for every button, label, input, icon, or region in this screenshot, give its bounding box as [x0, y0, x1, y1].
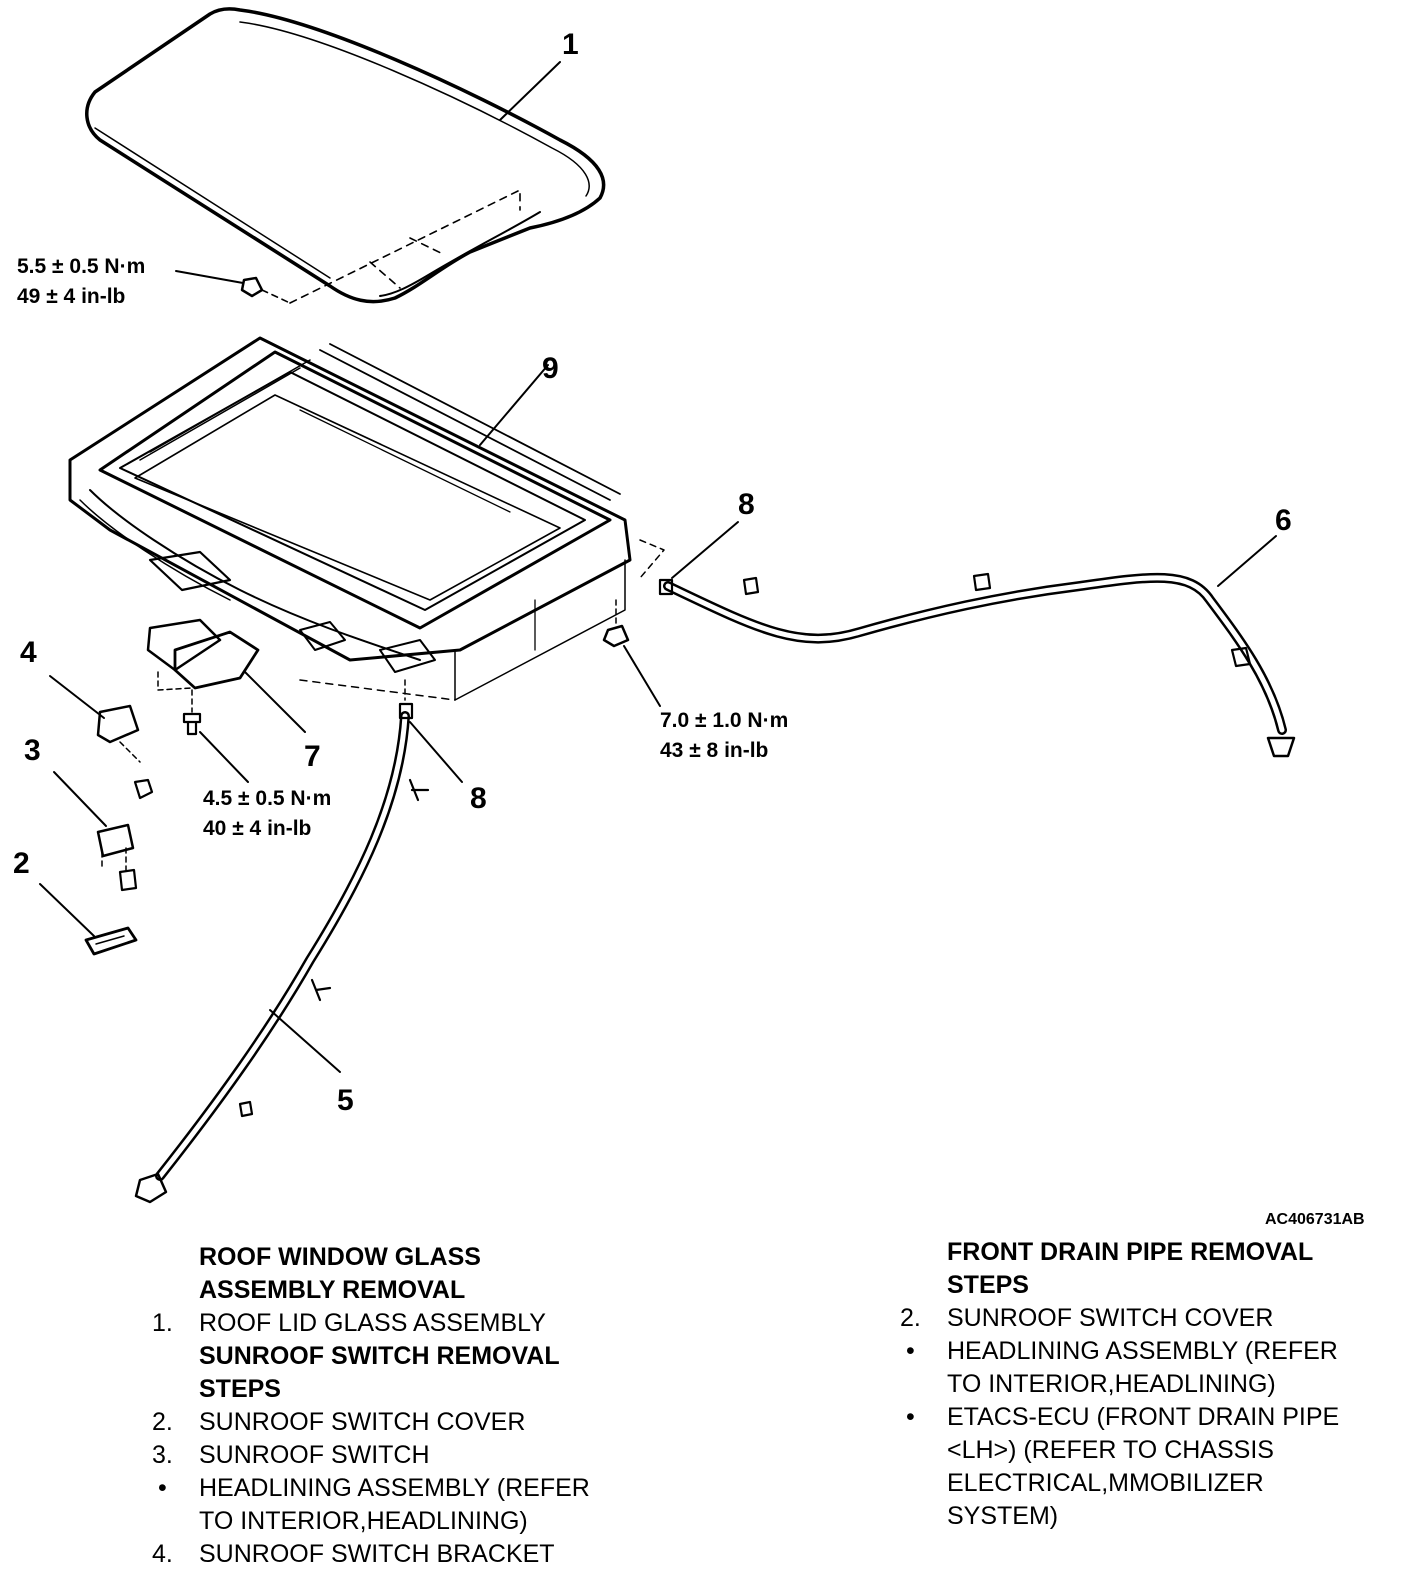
heading-line: SUNROOF SWITCH REMOVAL: [199, 1342, 560, 1370]
step-item-bullet-headlining: • HEADLINING ASSEMBLY (REFER TO INTERIOR…: [900, 1335, 1400, 1401]
front-drain-pipe-lh: [134, 679, 463, 1204]
torque-imperial: 49 ± 4 in-lb: [17, 285, 126, 308]
heading-line: STEPS: [199, 1375, 281, 1403]
glass-mounting-bolt: [175, 270, 291, 304]
step-item-1: 1. ROOF LID GLASS ASSEMBLY: [152, 1307, 712, 1340]
callout-8-rh: 8: [738, 488, 755, 521]
frame-mounting-nut: [602, 599, 661, 707]
left-steps-column: ROOF WINDOW GLASS ASSEMBLY REMOVAL 1. RO…: [152, 1241, 712, 1571]
callout-5: 5: [337, 1084, 354, 1117]
sunroof-motor: [146, 618, 306, 733]
callout-1-leader: [499, 61, 561, 121]
sunroof-switch-bracket: [49, 675, 154, 800]
step-text: SUNROOF SWITCH COVER: [947, 1304, 1274, 1332]
torque-metric: 7.0 ± 1.0 N·m: [660, 709, 789, 732]
heading-line: FRONT DRAIN PIPE REMOVAL: [947, 1238, 1314, 1266]
step-text: ELECTRICAL,MMOBILIZER: [947, 1469, 1264, 1497]
callout-6: 6: [1275, 504, 1292, 537]
bullet-mark: •: [906, 1403, 915, 1431]
torque-spec-motor-bolt: 4.5 ± 0.5 N·m 40 ± 4 in-lb: [203, 784, 331, 844]
callout-4: 4: [20, 636, 37, 669]
callout-9: 9: [542, 352, 559, 385]
sunroof-switch: [53, 771, 138, 892]
step-number: 2.: [900, 1304, 921, 1332]
step-item-2: 2. SUNROOF SWITCH COVER: [900, 1302, 1400, 1335]
motor-mounting-bolt: [182, 689, 249, 783]
callout-7: 7: [304, 740, 321, 773]
torque-metric: 4.5 ± 0.5 N·m: [203, 787, 332, 810]
heading-line: ASSEMBLY REMOVAL: [199, 1276, 466, 1304]
step-item-bullet-headlining: • HEADLINING ASSEMBLY (REFER TO INTERIOR…: [152, 1472, 712, 1538]
heading-line: STEPS: [947, 1271, 1029, 1299]
step-number: 1.: [152, 1309, 173, 1337]
callout-3: 3: [24, 734, 41, 767]
front-drain-pipe-rh: [658, 521, 1296, 758]
torque-spec-glass-bolt: 5.5 ± 0.5 N·m 49 ± 4 in-lb: [17, 252, 145, 312]
step-text: TO INTERIOR,HEADLINING): [199, 1507, 528, 1535]
step-text: <LH>) (REFER TO CHASSIS: [947, 1436, 1274, 1464]
step-text: ETACS-ECU (FRONT DRAIN PIPE: [947, 1403, 1340, 1431]
bullet-mark: •: [906, 1337, 915, 1365]
torque-metric: 5.5 ± 0.5 N·m: [17, 255, 146, 278]
step-text: SYSTEM): [947, 1502, 1059, 1530]
torque-spec-frame-nut: 7.0 ± 1.0 N·m 43 ± 8 in-lb: [660, 706, 788, 766]
roof-lid-glass-assembly: [85, 7, 606, 304]
step-text: SUNROOF SWITCH: [199, 1441, 430, 1469]
callout-2: 2: [13, 847, 30, 880]
step-text: TO INTERIOR,HEADLINING): [947, 1370, 1276, 1398]
step-item-4: 4. SUNROOF SWITCH BRACKET: [152, 1538, 712, 1571]
heading-line: ROOF WINDOW GLASS: [199, 1243, 481, 1271]
roof-glass-removal-heading: ROOF WINDOW GLASS ASSEMBLY REMOVAL: [152, 1241, 712, 1307]
step-text: SUNROOF SWITCH BRACKET: [199, 1540, 555, 1568]
step-number: 3.: [152, 1441, 173, 1469]
bullet-mark: •: [158, 1474, 167, 1502]
sunroof-switch-cover: [39, 883, 138, 956]
step-item-3: 3. SUNROOF SWITCH: [152, 1439, 712, 1472]
step-number: 4.: [152, 1540, 173, 1568]
right-steps-column: FRONT DRAIN PIPE REMOVAL STEPS 2. SUNROO…: [900, 1236, 1400, 1533]
step-item-bullet-etacs: • ETACS-ECU (FRONT DRAIN PIPE <LH>) (REF…: [900, 1401, 1400, 1533]
step-text: ROOF LID GLASS ASSEMBLY: [199, 1309, 546, 1337]
sunroof-frame-assembly: [68, 336, 665, 701]
torque-imperial: 43 ± 8 in-lb: [660, 739, 769, 762]
step-item-2: 2. SUNROOF SWITCH COVER: [152, 1406, 712, 1439]
step-text: HEADLINING ASSEMBLY (REFER: [947, 1337, 1338, 1365]
step-text: SUNROOF SWITCH COVER: [199, 1408, 526, 1436]
step-number: 2.: [152, 1408, 173, 1436]
callout-1: 1: [562, 28, 579, 61]
illustration-reference-code: AC406731AB: [1265, 1211, 1365, 1228]
torque-imperial: 40 ± 4 in-lb: [203, 817, 312, 840]
callout-8-lh: 8: [470, 782, 487, 815]
front-drain-pipe-removal-heading: FRONT DRAIN PIPE REMOVAL STEPS: [900, 1236, 1400, 1302]
step-text: HEADLINING ASSEMBLY (REFER: [199, 1474, 590, 1502]
switch-removal-heading: SUNROOF SWITCH REMOVAL STEPS: [152, 1340, 712, 1406]
exploded-view-diagram: [39, 7, 1296, 1204]
